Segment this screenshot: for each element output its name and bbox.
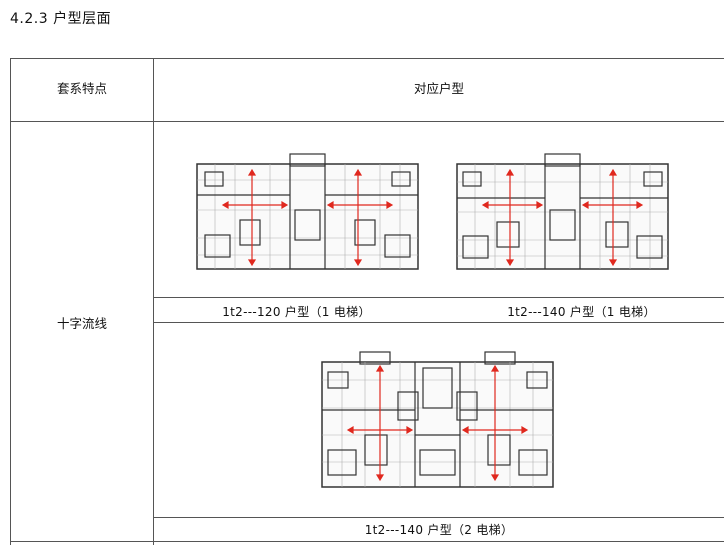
caption-divider-top <box>153 297 724 298</box>
floor-plan-120 <box>196 153 419 270</box>
caption-divider-bottom <box>153 322 724 323</box>
floor-plan-140-one-elevator <box>456 153 669 270</box>
floor-plan-140-two-elevators <box>321 351 554 488</box>
plan-caption-140-two-elevators: 1t2---140 户型（2 电梯） <box>364 523 514 537</box>
caption-divider-third <box>153 517 724 518</box>
header-features: 套系特点 <box>56 81 107 96</box>
plan-caption-140-one-elevator: 1t2---140 户型（1 电梯） <box>507 305 656 319</box>
header-unit-types: 对应户型 <box>413 81 464 96</box>
plan-caption-120: 1t2---120 户型（1 电梯） <box>222 305 371 319</box>
table-left-border <box>10 58 11 545</box>
table-top-border <box>10 58 724 59</box>
row-label-cross-circulation: 十字流线 <box>56 316 107 331</box>
section-title: 4.2.3 户型层面 <box>10 11 112 27</box>
table-header-divider <box>10 121 724 122</box>
table-bottom-border <box>10 541 724 542</box>
table-column-divider <box>153 58 154 545</box>
